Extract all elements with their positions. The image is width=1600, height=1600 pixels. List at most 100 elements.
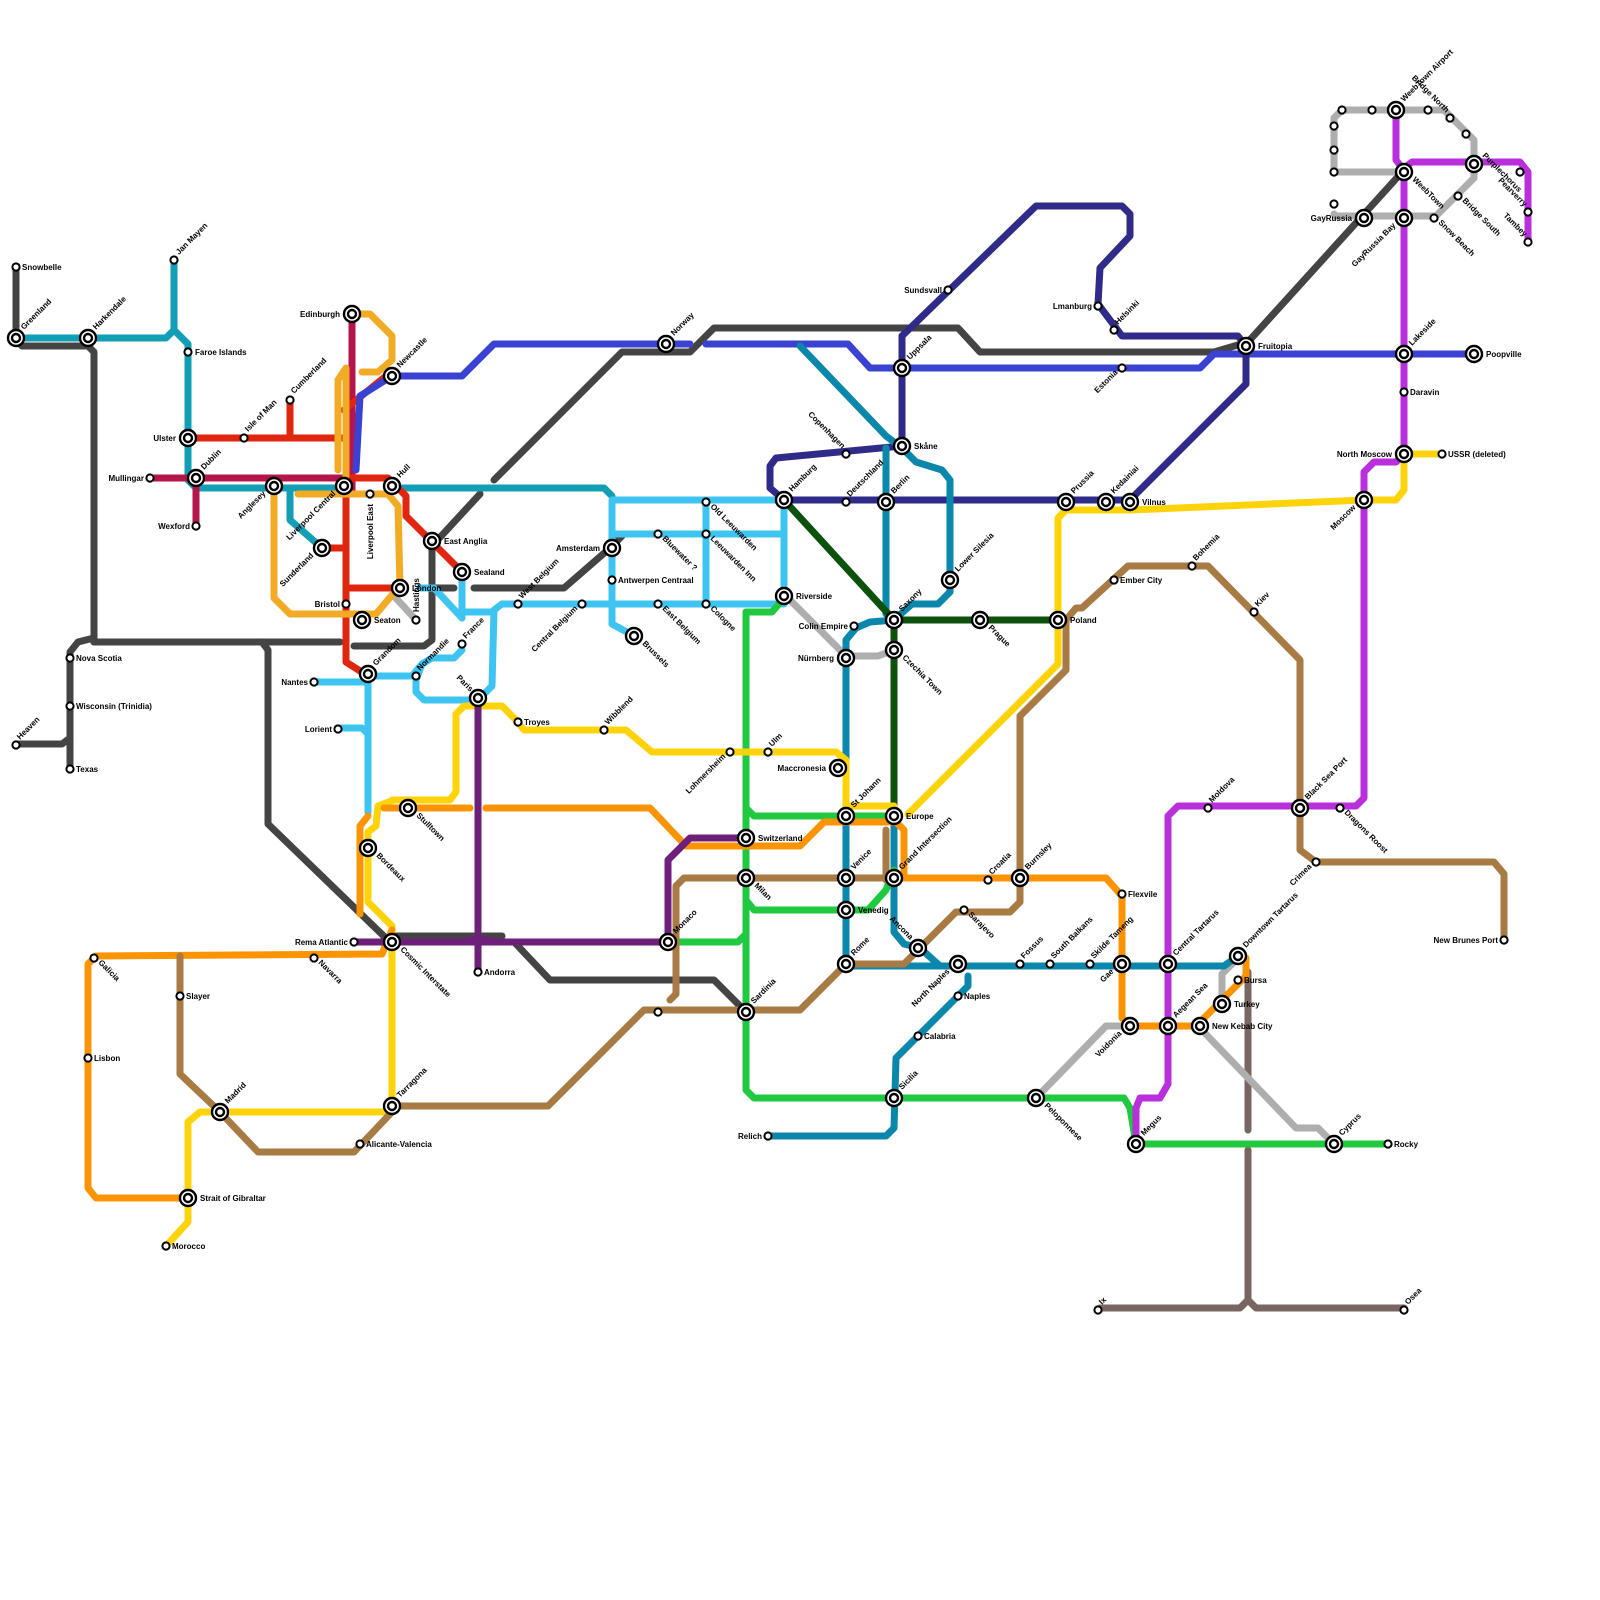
station-south-balkans[interactable]: South Balkans <box>1046 914 1095 967</box>
interchange-core <box>1234 952 1242 960</box>
interchange-core <box>742 874 750 882</box>
station-marker[interactable] <box>1462 130 1469 137</box>
station-label: Wisconsin (Trinidia) <box>76 702 152 711</box>
station-label: Skilde Tameng <box>1089 914 1135 960</box>
station-amsterdam[interactable]: Amsterdam <box>556 540 620 556</box>
station-marker[interactable] <box>1424 106 1431 113</box>
station-faroe-islands[interactable]: Faroe Islands <box>184 348 247 357</box>
station-dot <box>702 498 709 505</box>
station-lorient[interactable]: Lorient <box>305 725 342 734</box>
interchange-core <box>946 576 954 584</box>
station-marker[interactable] <box>1368 106 1375 113</box>
station-marker[interactable] <box>654 1008 661 1015</box>
station-brussels[interactable]: Brussels <box>626 628 671 670</box>
station-troyes[interactable]: Troyes <box>514 718 550 727</box>
station-lisbon[interactable]: Lisbon <box>84 1054 120 1063</box>
interchange-core <box>1164 1022 1172 1030</box>
station-andorra[interactable]: Andorra <box>474 968 515 977</box>
station-west-belgium[interactable]: West Belgium <box>514 557 560 608</box>
station-marker[interactable] <box>1330 146 1337 153</box>
station-bridge-south[interactable]: Bridge South <box>1454 192 1502 238</box>
station-ulster[interactable]: Ulster <box>153 430 196 446</box>
station-daravin[interactable]: Daravin <box>1400 388 1439 397</box>
station-poopville[interactable]: Poopville <box>1466 346 1522 362</box>
station-label: New Kebab City <box>1212 1022 1273 1031</box>
station-label: Uppsala <box>905 333 934 362</box>
station-old-leeuwarden[interactable]: Old Leeuwarden <box>702 498 759 552</box>
interchange-core <box>898 364 906 372</box>
station-colin-empire[interactable]: Colin Empire <box>799 622 858 631</box>
station-wexford[interactable]: Wexford <box>158 522 199 531</box>
line-brown-segment <box>392 1010 658 1106</box>
station-alicante-valencia[interactable]: Alicante-Valencia <box>356 1140 432 1149</box>
station-new-kebab-city[interactable]: New Kebab City <box>1192 1018 1273 1034</box>
station-hastings[interactable]: Hastings <box>412 578 421 624</box>
station-liverpool-east[interactable]: Liverpool East <box>366 490 375 559</box>
station-calabria[interactable]: Calabria <box>914 1032 956 1041</box>
station-navarra[interactable]: Navarra <box>310 954 344 985</box>
station-nantes[interactable]: Nantes <box>281 678 317 687</box>
station-crimea[interactable]: Crimea <box>1288 858 1320 887</box>
line-petrol-segment <box>800 346 950 620</box>
station-naples[interactable]: Naples <box>954 992 990 1001</box>
station-mullingar[interactable]: Mullingar <box>108 474 153 483</box>
station-nova-scotia[interactable]: Nova Scotia <box>66 654 122 663</box>
line-petrol-segment <box>768 976 968 1136</box>
station-marker[interactable] <box>1330 122 1337 129</box>
station-downtown-tartarus[interactable]: Downtown Tartarus <box>1230 890 1300 964</box>
station-sunderland[interactable]: Sunderland <box>278 540 330 589</box>
station-helsinki[interactable]: Helsinki <box>1110 298 1141 333</box>
station-label: Snow Beach <box>1437 218 1477 258</box>
station-gayrussia[interactable]: GayRussia <box>1311 210 1372 226</box>
station-snowbelle[interactable]: Snowbelle <box>12 263 62 272</box>
station-snow-beach[interactable]: Snow Beach <box>1430 214 1476 258</box>
station-east-anglia[interactable]: East Anglia <box>424 533 488 549</box>
station-rocky[interactable]: Rocky <box>1384 1140 1418 1149</box>
station-bursa[interactable]: Bursa <box>1234 976 1267 985</box>
station-marker[interactable] <box>1516 168 1523 175</box>
station-dot <box>1500 936 1507 943</box>
station-edinburgh[interactable]: Edinburgh <box>300 306 360 322</box>
station-flexvile[interactable]: Flexvile <box>1118 890 1158 899</box>
station-central-belgium[interactable]: Central Belgium <box>530 600 586 653</box>
station-marker[interactable] <box>1338 106 1345 113</box>
station-label: Switzerland <box>758 834 803 843</box>
station-marker[interactable] <box>1330 200 1337 207</box>
station-riverside[interactable]: Riverside <box>776 588 833 604</box>
station-ussr-deleted[interactable]: USSR (deleted) <box>1438 450 1506 459</box>
station-osea[interactable]: Osea <box>1400 1286 1423 1314</box>
station-morocco[interactable]: Morocco <box>162 1242 205 1251</box>
station-bristol[interactable]: Bristol <box>315 600 350 609</box>
station-marker[interactable] <box>1330 168 1337 175</box>
station-nurnberg[interactable]: Nürnberg <box>798 650 854 666</box>
station-cumberland[interactable]: Cumberland <box>286 356 328 404</box>
station-wisconsin-trinidia[interactable]: Wisconsin (Trinidia) <box>66 702 152 711</box>
station-prussia[interactable]: Prussia <box>1058 468 1096 510</box>
station-rema-atlantic[interactable]: Rema Atlantic <box>295 938 358 947</box>
station-texas[interactable]: Texas <box>66 765 98 774</box>
station-sealand[interactable]: Sealand <box>454 564 505 580</box>
station-dragons-roost[interactable]: Dragons Roost <box>1336 804 1389 855</box>
station-skane[interactable]: Skåne <box>894 438 938 454</box>
station-new-brunes-port[interactable]: New Brunes Port <box>1434 936 1508 945</box>
station-strait-of-gibraltar[interactable]: Strait of Gibraltar <box>180 1190 266 1206</box>
station-lmanburg[interactable]: Lmanburg <box>1053 302 1102 311</box>
interchange-core <box>890 874 898 882</box>
station-label: Bristol <box>315 600 340 609</box>
station-venedig[interactable]: Venedig <box>838 902 889 918</box>
station-antwerpen-centraal[interactable]: Antwerpen Centraal <box>608 576 693 585</box>
station-slayer[interactable]: Slayer <box>176 992 210 1001</box>
interchange-core <box>882 498 890 506</box>
station-label: Riverside <box>796 592 833 601</box>
station-label: Moldova <box>1207 775 1237 805</box>
station-jan-mayen[interactable]: Jan Mayen <box>170 221 209 264</box>
station-label: New Brunes Port <box>1434 936 1499 945</box>
station-kiev[interactable]: Kiev <box>1250 590 1271 616</box>
station-relich[interactable]: Relich <box>738 1132 772 1141</box>
station-turkey[interactable]: Turkey <box>1214 996 1260 1012</box>
station-dot <box>310 954 317 961</box>
interchange-core <box>364 670 372 678</box>
station-maccronesia[interactable]: Maccronesia <box>778 760 846 776</box>
station-label: Andorra <box>484 968 516 977</box>
lines-layer <box>16 110 1528 1308</box>
